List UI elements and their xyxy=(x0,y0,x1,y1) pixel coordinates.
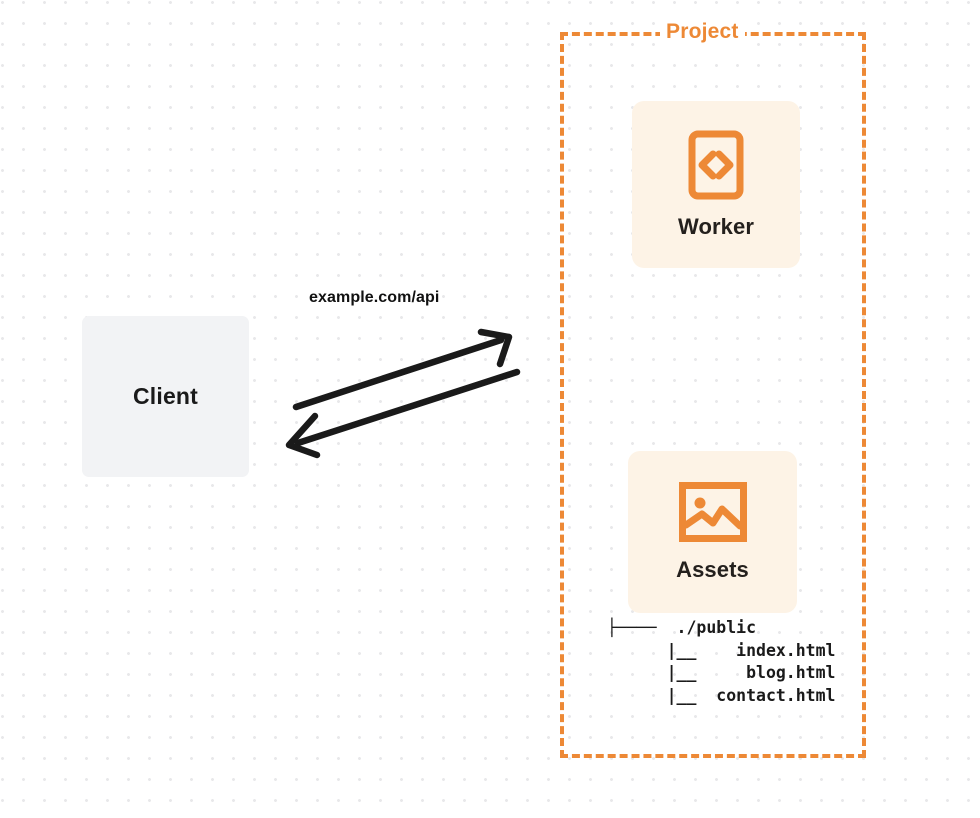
connection-label: example.com/api xyxy=(309,289,440,306)
image-icon xyxy=(678,482,747,542)
project-title: Project xyxy=(660,16,745,48)
code-brackets-icon xyxy=(688,130,744,199)
arrow-right-up-icon xyxy=(292,328,513,411)
assets-card[interactable]: Assets xyxy=(628,451,797,613)
assets-label: Assets xyxy=(676,557,749,582)
file-tree: ├──── ./public |__ index.html |__ blog.h… xyxy=(607,618,836,705)
client-label: Client xyxy=(132,383,199,409)
worker-card[interactable]: Worker xyxy=(632,101,800,268)
worker-label: Worker xyxy=(678,213,754,239)
client-box[interactable]: Client xyxy=(82,316,249,477)
arrow-left-down-icon xyxy=(285,368,521,459)
